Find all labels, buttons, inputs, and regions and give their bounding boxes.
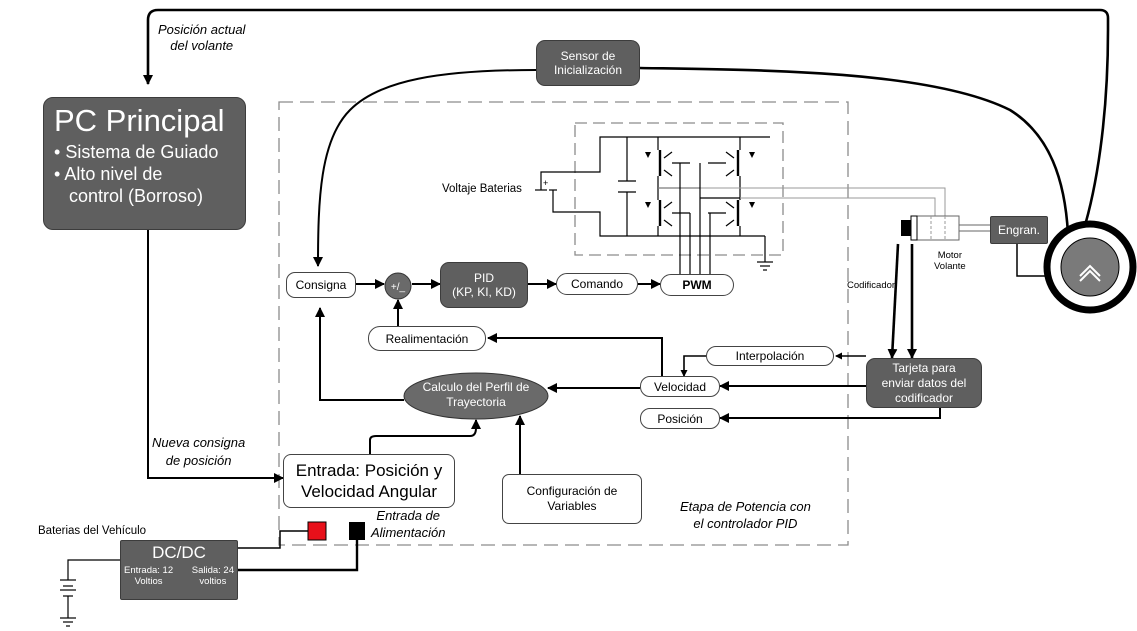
dcdc-input: Entrada: 12 Voltios [124, 565, 174, 587]
entrada-alimentacion-label: Entrada de Alimentación [371, 508, 446, 540]
terminal-positive [307, 521, 327, 541]
vehicle-battery-symbol [60, 559, 120, 627]
pc-principal-title: PC Principal [54, 103, 225, 138]
terminal-negative [349, 522, 365, 540]
sensor-inicializacion-block: Sensor de Inicialización [536, 40, 640, 86]
motor-volante-label: Motor Volante [934, 250, 966, 272]
inverter-boundary [574, 122, 784, 256]
summing-junction [384, 272, 412, 300]
nueva-consigna-label: Nueva consigna de posición [152, 435, 246, 468]
interpolacion-to-velocidad [680, 355, 706, 377]
dcdc-neg-wire [238, 540, 359, 572]
consigna-block: Consigna [286, 272, 356, 298]
pwm-gate-lines [679, 163, 711, 276]
pc-to-entrada-line [147, 230, 284, 483]
codificador-label: Codificador [847, 280, 896, 291]
dcdc-output: Salida: 24 voltios [191, 565, 234, 587]
posicion-to-perfil [580, 392, 640, 418]
wheel-to-pc-line [143, 8, 1110, 233]
power-stage-boundary [278, 101, 849, 546]
sensor-to-wheel-line [639, 66, 1070, 235]
sensor-to-consigna-line [313, 69, 537, 267]
pc-principal-bullet-1: • Sistema de Guiado [54, 142, 219, 162]
pc-principal-block: PC Principal • Sistema de Guiado • Alto … [43, 97, 246, 230]
perfil-to-consigna [315, 307, 404, 401]
pc-principal-bullet-2b: control (Borroso) [69, 186, 204, 206]
tarjeta-to-posicion [719, 406, 941, 423]
posicion-actual-label: Posición actual del volante [158, 22, 246, 53]
battery-plus: + [543, 178, 548, 188]
dcdc-pos-wire [238, 530, 308, 549]
interpolacion-block: Interpolación [706, 346, 834, 366]
encoder-line-a [887, 243, 900, 359]
entrada-to-perfil [369, 419, 481, 454]
configuracion-variables-block: Configuración de Variables [502, 474, 642, 524]
tarjeta-codificador-block: Tarjeta para enviar datos del codificado… [866, 358, 982, 408]
comando-block: Comando [556, 273, 638, 295]
inverter-diodes [645, 152, 755, 208]
engranaje-block: Engran. [990, 216, 1048, 244]
pc-principal-bullet-2: • Alto nivel de [54, 164, 163, 184]
steering-wheel-icon [1043, 220, 1137, 314]
pid-block: PID (KP, KI, KD) [440, 262, 528, 308]
engran-to-wheel [1016, 244, 1046, 277]
summing-label: +/_ [391, 282, 406, 293]
pwm-block: PWM [660, 274, 734, 296]
etapa-potencia-label: Etapa de Potencia con el controlador PID [680, 499, 811, 531]
voltaje-baterias-label: Voltaje Baterias [442, 183, 522, 195]
inverter-schematic [535, 136, 773, 271]
velocidad-to-realim [487, 333, 663, 376]
perfil-ellipse [403, 372, 549, 420]
posicion-block: Posición [640, 408, 720, 429]
velocidad-block: Velocidad [640, 376, 720, 397]
entrada-posicion-block: Entrada: Posición y Velocidad Angular [283, 454, 455, 508]
perfil-label: Calculo del Perfil de Trayectoria [422, 380, 530, 409]
dcdc-converter-block: DC/DC Entrada: 12 Voltios Salida: 24 vol… [120, 540, 238, 600]
motor-wires [658, 187, 946, 216]
baterias-vehiculo-label: Baterias del Vehículo [38, 525, 147, 537]
motor-symbol [901, 215, 992, 241]
realimentacion-block: Realimentación [368, 326, 486, 351]
